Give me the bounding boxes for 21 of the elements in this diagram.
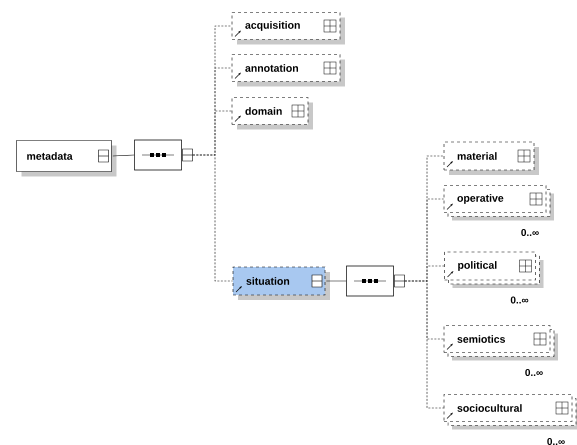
- element-box: domain: [232, 97, 313, 130]
- element-box: annotation: [232, 54, 345, 86]
- occurrence-label: 0..∞: [547, 438, 565, 445]
- element-box: metadata: [16, 140, 116, 176]
- connector-line: [404, 280, 444, 408]
- occurrence-label: 0..∞: [521, 228, 539, 236]
- element-box: semiotics: [444, 325, 558, 360]
- element-box: acquisition: [232, 12, 345, 44]
- sequence-symbol: [134, 140, 193, 170]
- element-box: material: [444, 142, 539, 175]
- element-box: situation: [232, 266, 330, 300]
- connector-line: [112, 154, 134, 156]
- element-box: operative: [444, 185, 554, 220]
- occurrence-label: 0..∞: [525, 368, 543, 376]
- sequence-symbol: [346, 266, 405, 296]
- element-box: sociocultural: [444, 394, 577, 430]
- node-label: sociocultural: [457, 404, 522, 412]
- connector-line: [326, 280, 346, 282]
- element-box: political: [444, 252, 544, 288]
- occurrence-label: 0..∞: [510, 296, 528, 304]
- connector-line: [192, 154, 233, 282]
